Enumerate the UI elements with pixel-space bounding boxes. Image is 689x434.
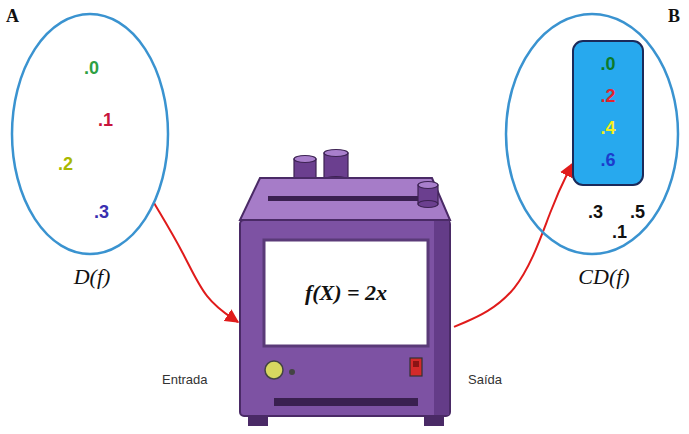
set-label: D(f) <box>74 264 111 290</box>
function-rule: f(X) = 2x <box>305 280 387 306</box>
mapping-arrow <box>154 203 238 322</box>
mapping-arrow <box>454 164 572 327</box>
set-letter: A <box>6 6 19 28</box>
element-value: .0 <box>84 58 99 80</box>
image-value: .0 <box>600 54 615 76</box>
set-letter: B <box>668 6 680 28</box>
element-value: .1 <box>98 110 113 132</box>
element-value: .3 <box>94 202 109 224</box>
function-machine: f(X) = 2x <box>238 148 454 432</box>
image-value: .2 <box>600 86 615 108</box>
codomain-set: B .3 .5.1CD(f) .0 .2 .4 .6 <box>500 6 686 306</box>
element-value: .2 <box>58 154 73 176</box>
domain-set-outline <box>4 6 180 306</box>
element-value: .1 <box>612 222 627 244</box>
image-set-box: .0 .2 .4 .6 <box>572 40 644 186</box>
element-value: .5 <box>630 202 645 224</box>
set-label: CD(f) <box>578 264 629 290</box>
domain-set: A .0 .1 .2 .3D(f) <box>4 6 180 306</box>
image-value: .6 <box>600 150 615 172</box>
image-value: .4 <box>600 118 615 140</box>
element-value: .3 <box>588 202 603 224</box>
flow-label: Saída <box>466 372 504 388</box>
flow-label: Entrada <box>160 372 210 388</box>
